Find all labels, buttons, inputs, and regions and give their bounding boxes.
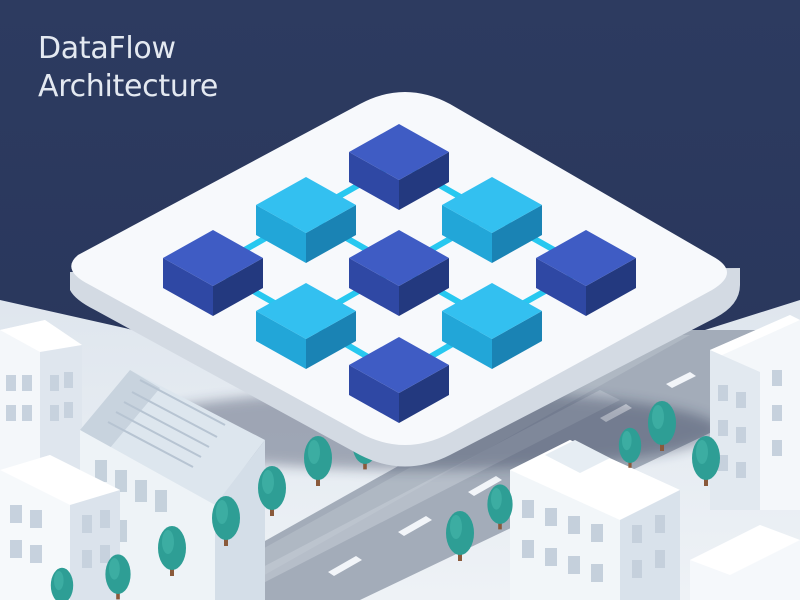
tree [618,427,642,468]
tree [258,466,286,516]
node-block-n9 [349,337,449,423]
tree [158,526,186,576]
node-block-n2 [256,177,356,263]
node-block-n6 [536,230,636,316]
title-line-1: DataFlow [38,31,176,66]
tree [50,567,74,600]
tree [105,554,131,600]
node-n8-right-face [492,311,542,369]
node-n4-left-face [163,258,213,316]
tree [304,436,332,486]
tree [487,484,513,530]
node-block-n5 [349,230,449,316]
diagram-nodes [163,124,636,423]
node-block-n7 [256,283,356,369]
node-n6-left-face [536,258,586,316]
tree [648,401,676,451]
node-n1-left-face [349,152,399,210]
building-right-tall [710,315,800,510]
node-n5-right-face [399,258,449,316]
node-n5-top-face [349,230,449,286]
building-left-tall [0,320,82,470]
tree [212,496,240,546]
node-n7-top-face [256,283,356,339]
tree [692,436,720,486]
node-n6-right-face [586,258,636,316]
node-n4-top-face [163,230,263,286]
node-n6-top-face [536,230,636,286]
node-n7-right-face [306,311,356,369]
node-block-n1 [349,124,449,210]
node-n1-top-face [349,124,449,180]
building-right-front [690,525,800,600]
tree [446,511,474,561]
node-block-n8 [442,283,542,369]
node-n5-left-face [349,258,399,316]
node-n8-left-face [442,311,492,369]
node-n9-left-face [349,365,399,423]
street-trees [50,401,720,600]
node-n8-top-face [442,283,542,339]
node-n4-right-face [213,258,263,316]
node-block-n3 [442,177,542,263]
node-n9-right-face [399,365,449,423]
page-title: DataFlow Architecture [38,30,338,106]
node-block-n4 [163,230,263,316]
node-n7-left-face [256,311,306,369]
building-right-mid [510,440,680,600]
node-n3-right-face [492,205,542,263]
node-n3-left-face [442,205,492,263]
node-n1-right-face [399,152,449,210]
node-n3-top-face [442,177,542,233]
node-n2-left-face [256,205,306,263]
node-n2-top-face [256,177,356,233]
node-n9-top-face [349,337,449,393]
node-n2-right-face [306,205,356,263]
title-line-2: Architecture [38,69,219,104]
